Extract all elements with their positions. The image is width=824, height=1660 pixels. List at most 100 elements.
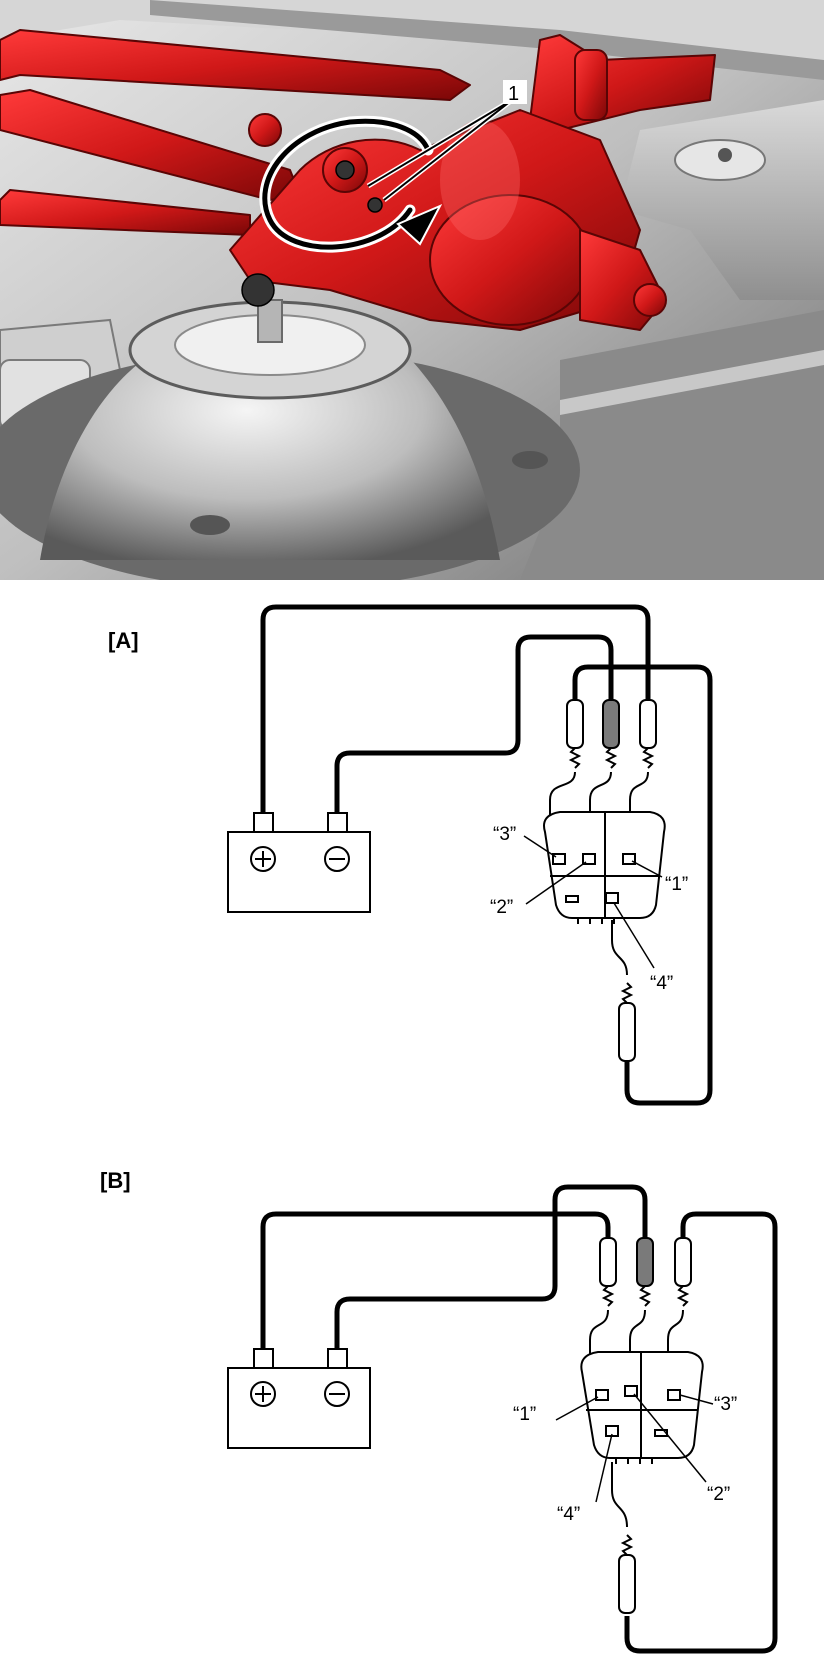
rotation-arrow-head bbox=[396, 203, 443, 246]
callout-number-1: 1 bbox=[508, 83, 519, 105]
wiper-link-joint bbox=[248, 113, 282, 147]
battery-b-pos-terminal bbox=[253, 1348, 274, 1369]
pin-b-label-1: “1” bbox=[513, 1404, 536, 1425]
leads-b bbox=[589, 1309, 684, 1528]
panel-b-label: [B] bbox=[100, 1168, 131, 1193]
wires-a bbox=[260, 604, 713, 1106]
battery-b bbox=[227, 1348, 371, 1449]
probe-b-4 bbox=[618, 1554, 636, 1614]
probe-b-springs bbox=[601, 1285, 690, 1556]
wire-a-negative bbox=[334, 634, 614, 813]
pin-a-label-2: “2” bbox=[490, 897, 513, 918]
rotation-arrow-stroke bbox=[262, 118, 431, 250]
pin-b-label-2: “2” bbox=[707, 1484, 730, 1505]
probes-b bbox=[599, 1237, 692, 1614]
probe-a-1 bbox=[566, 699, 584, 749]
wiper-link-rod-short bbox=[0, 189, 251, 236]
leader-b-3 bbox=[679, 1394, 714, 1405]
battery-a-positive-circle bbox=[250, 846, 276, 872]
connector-b bbox=[580, 1351, 704, 1464]
right-bracket-panel bbox=[620, 100, 824, 300]
connector-b-housing bbox=[580, 1351, 704, 1459]
rotation-arrow bbox=[259, 115, 434, 253]
probe-a-springs bbox=[568, 747, 655, 1004]
pin-labels-a: “3” “2” “1” “4” bbox=[490, 824, 688, 994]
wiper-motor-end-cap bbox=[633, 283, 667, 317]
connector-b-pin-1 bbox=[595, 1389, 609, 1401]
probe-a-4 bbox=[618, 1002, 636, 1062]
connector-a-pin-blank bbox=[565, 895, 579, 903]
mounting-bolt-3 bbox=[367, 197, 383, 213]
connector-a-pin-4 bbox=[605, 892, 619, 904]
wiper-linkage-highlight bbox=[0, 29, 716, 331]
callout-leader-1a-core bbox=[367, 99, 513, 187]
callout-box-1 bbox=[503, 80, 527, 104]
probe-b-3 bbox=[674, 1237, 692, 1287]
battery-b-negative-circle bbox=[324, 1381, 350, 1407]
strut-hole-2 bbox=[190, 515, 230, 535]
connector-a-pin-3 bbox=[552, 853, 566, 865]
pin-labels-b: “1” “2” “3” “4” bbox=[513, 1393, 737, 1525]
battery-a-positive-icon bbox=[255, 851, 271, 867]
red-highlight-sheen bbox=[440, 120, 520, 240]
probes-a bbox=[566, 699, 657, 1062]
probe-b-1 bbox=[599, 1237, 617, 1287]
lead-a-4 bbox=[611, 920, 628, 976]
battery-a-neg-terminal bbox=[327, 812, 348, 833]
wire-a-positive bbox=[260, 604, 651, 813]
pin-a-label-4: “4” bbox=[650, 973, 673, 994]
strut-hole-1 bbox=[512, 451, 548, 469]
connector-a-pin-1 bbox=[622, 853, 636, 865]
strut-shaft bbox=[257, 299, 283, 343]
lead-a-1 bbox=[629, 771, 649, 818]
bracket-hole bbox=[674, 139, 766, 181]
panel-a: [A] bbox=[108, 604, 713, 1106]
lead-b-2 bbox=[629, 1309, 646, 1365]
wire-b-positive bbox=[260, 1211, 611, 1349]
battery-b-body bbox=[227, 1367, 371, 1449]
pin-b-label-3: “3” bbox=[714, 1394, 737, 1415]
panel-b: [B] bbox=[100, 1168, 778, 1654]
probe-a-2 bbox=[602, 699, 620, 749]
battery-b-neg-terminal bbox=[327, 1348, 348, 1369]
lead-a-2 bbox=[589, 771, 612, 842]
lead-b-1 bbox=[589, 1309, 609, 1358]
pin-b-label-4: “4” bbox=[557, 1504, 580, 1525]
probe-a-3 bbox=[639, 699, 657, 749]
wiring-diagrams: [A] bbox=[100, 604, 778, 1654]
lead-a-3 bbox=[549, 771, 576, 818]
battery-a-pos-terminal bbox=[253, 812, 274, 833]
leader-b-1 bbox=[555, 1396, 599, 1421]
connector-b-pin-3 bbox=[667, 1389, 681, 1401]
connector-a bbox=[543, 811, 666, 924]
leader-b-4 bbox=[595, 1433, 613, 1503]
connector-b-pin-blank bbox=[654, 1429, 668, 1437]
wiper-pivot-shaft bbox=[574, 49, 608, 121]
leader-a-4 bbox=[613, 902, 655, 969]
wires-b bbox=[260, 1184, 778, 1654]
battery-b-positive-circle bbox=[250, 1381, 276, 1407]
leader-b-2 bbox=[633, 1393, 707, 1483]
pin-a-label-3: “3” bbox=[493, 824, 516, 845]
mounting-bolt-1 bbox=[241, 273, 275, 307]
leads-a bbox=[549, 771, 649, 976]
leader-a-1 bbox=[631, 860, 663, 878]
connector-b-pin-2 bbox=[624, 1385, 638, 1397]
mounting-bolt-2 bbox=[335, 160, 355, 180]
pin-a-label-1: “1” bbox=[665, 874, 688, 895]
connector-a-pin-2 bbox=[582, 853, 596, 865]
callout-leader-1b-core bbox=[383, 99, 513, 201]
mounting-bolts bbox=[241, 160, 383, 307]
connector-b-bottom-teeth bbox=[615, 1458, 653, 1464]
probe-b-2 bbox=[636, 1237, 654, 1287]
wiper-motor-location-illustration: 1 bbox=[0, 0, 824, 580]
panel-a-label: [A] bbox=[108, 628, 139, 653]
lead-b-4 bbox=[611, 1462, 628, 1528]
leader-a-2 bbox=[525, 861, 587, 905]
wiper-link-rod-upper bbox=[0, 29, 471, 101]
lead-b-3 bbox=[667, 1309, 684, 1358]
battery-a-body bbox=[227, 831, 371, 913]
wire-b-negative bbox=[334, 1184, 648, 1349]
wire-a-loop bbox=[572, 664, 713, 1106]
wire-b-loop bbox=[624, 1211, 778, 1654]
